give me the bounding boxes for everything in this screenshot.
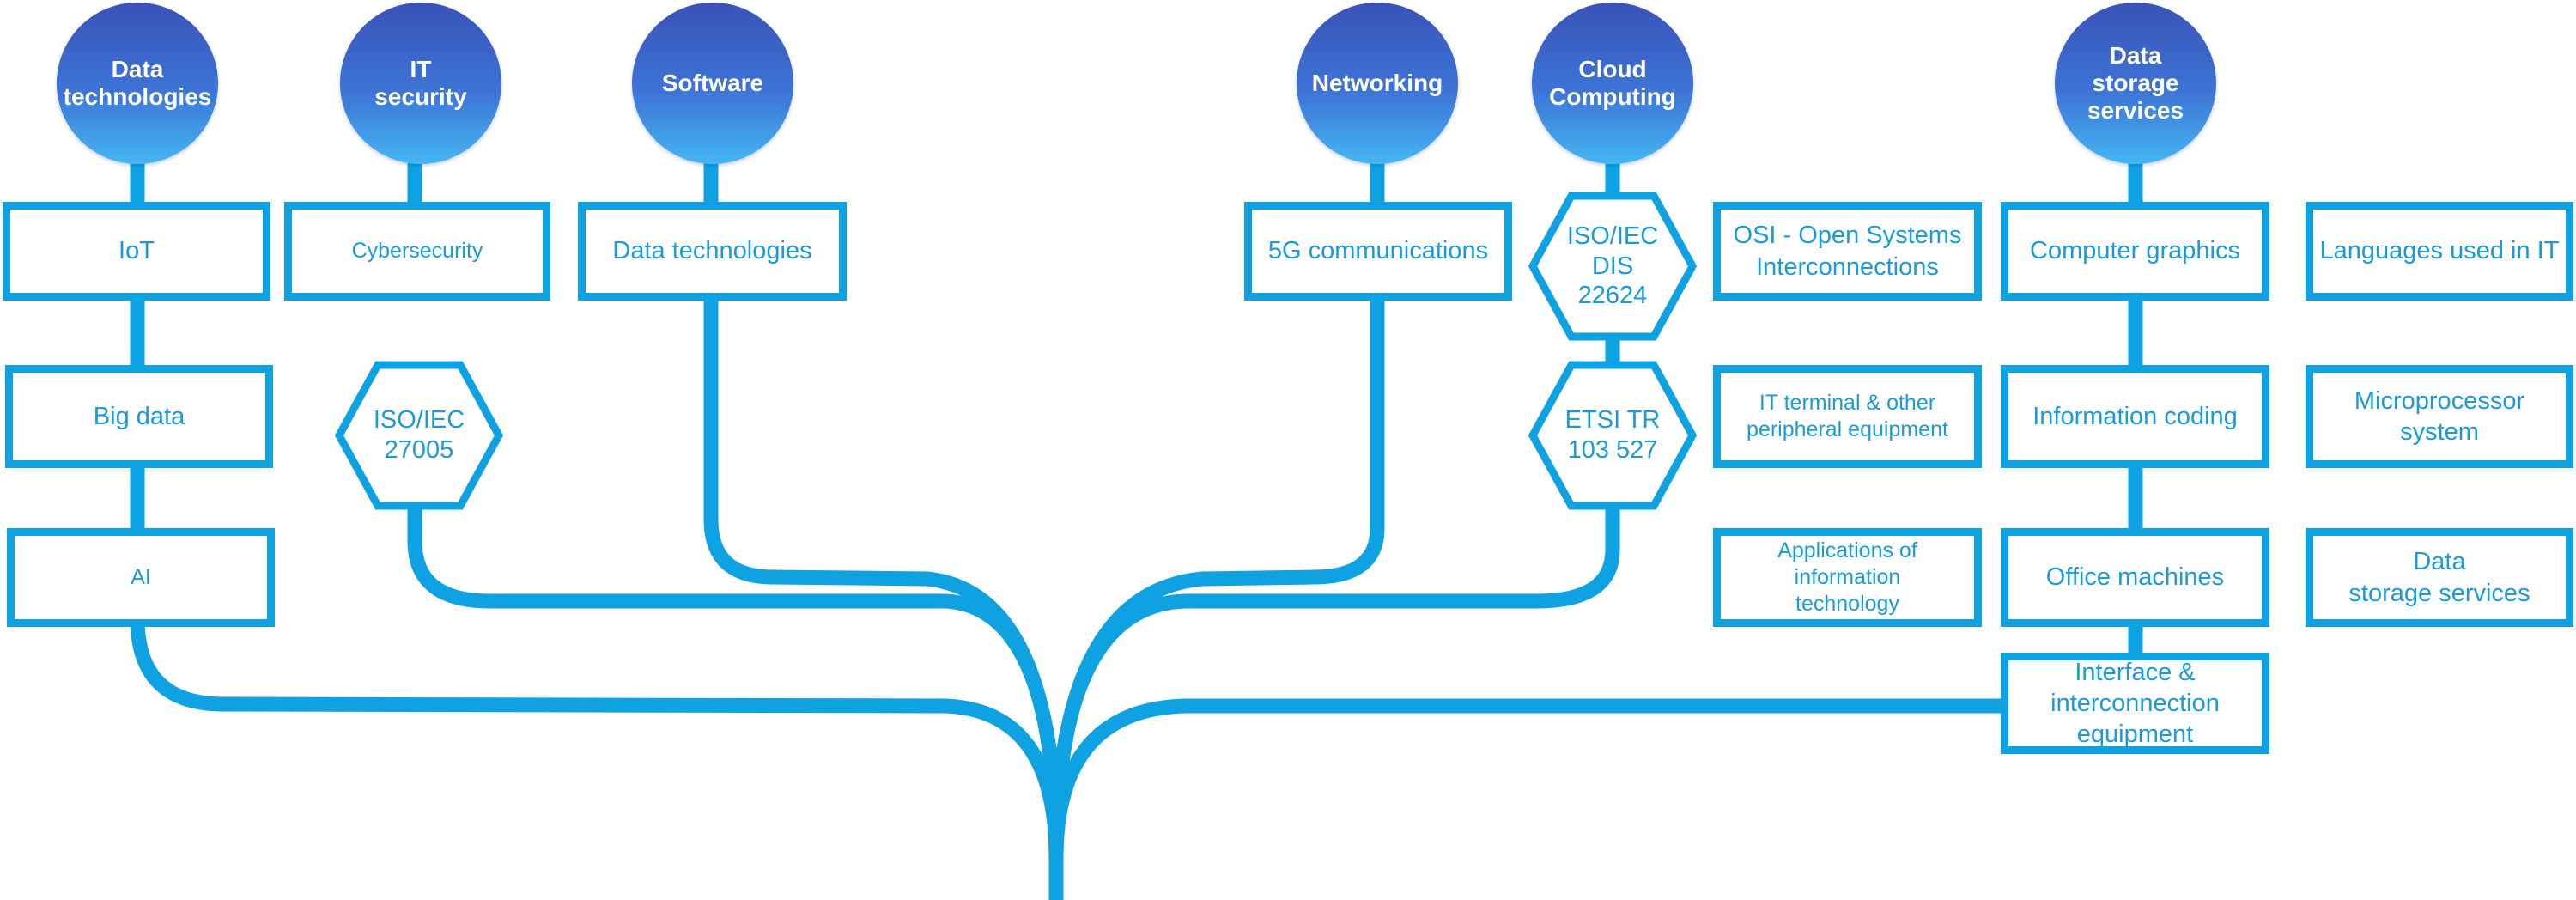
box-big-data[interactable]: Big data [5,365,273,468]
box-5g-communications[interactable]: 5G communications [1244,202,1512,301]
category-networking[interactable]: Networking [1297,3,1458,164]
box-office-machines[interactable]: Office machines [2001,528,2269,627]
category-data-storage-services[interactable]: Data storage services [2055,3,2216,164]
category-networking-label: Networking [1311,69,1443,96]
hex-iso-dis-22624-label: ISO/IEC DIS 22624 [1566,222,1659,310]
hex-etsi-tr-103527-label: ETSI TR 103 527 [1564,406,1661,464]
box-interface-equipment[interactable]: Interface & interconnection equipment [2001,653,2269,754]
category-data-technologies[interactable]: Data technologies [57,3,218,164]
box-ai[interactable]: AI [7,528,275,627]
hex-iso-27005-label: ISO/IEC 27005 [373,406,465,464]
category-cloud-computing-label: Cloud Computing [1549,55,1676,110]
hex-iso-27005[interactable]: ISO/IEC 27005 [335,361,503,510]
box-it-terminal[interactable]: IT terminal & other peripheral equipment [1713,365,1982,468]
category-software[interactable]: Software [632,3,793,164]
category-cloud-computing[interactable]: Cloud Computing [1532,3,1693,164]
category-software-label: Software [661,69,764,96]
box-microprocessor[interactable]: Microprocessor system [2306,365,2573,468]
branch-software [703,163,1064,860]
box-languages-it[interactable]: Languages used in IT [2306,202,2573,301]
box-computer-graphics[interactable]: Computer graphics [2001,202,2269,301]
category-it-security[interactable]: IT security [340,3,501,164]
box-information-coding[interactable]: Information coding [2001,365,2269,468]
hexagon-shape [1528,361,1697,510]
category-data-storage-services-label: Data storage services [2087,41,2184,125]
hexagon-shape [335,361,503,510]
box-cybersecurity[interactable]: Cybersecurity [284,202,550,301]
box-osi[interactable]: OSI - Open Systems Interconnections [1713,202,1982,301]
box-data-technologies[interactable]: Data technologies [578,202,847,301]
hex-etsi-tr-103527[interactable]: ETSI TR 103 527 [1528,361,1697,510]
category-it-security-label: IT security [374,55,467,110]
hexagon-shape [1528,192,1697,341]
branch-cloud [1048,163,1620,860]
box-applications-it[interactable]: Applications of information technology [1713,528,1982,627]
box-data-storage-services[interactable]: Data storage services [2306,528,2573,627]
category-data-technologies-label: Data technologies [63,55,212,110]
hex-iso-dis-22624[interactable]: ISO/IEC DIS 22624 [1528,192,1697,341]
branch-data-storage [1048,163,2143,860]
box-iot[interactable]: IoT [3,202,270,301]
